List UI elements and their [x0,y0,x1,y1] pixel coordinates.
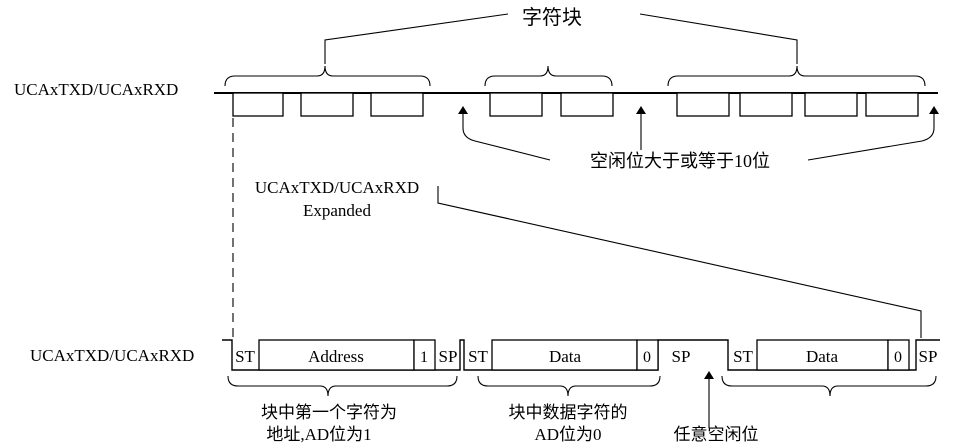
any-idle-note: 任意空闲位 [674,425,759,444]
expanded-label-line1: UCAxTXD/UCAxRXD [255,178,419,197]
character-block-label: 字符块 [522,6,582,29]
frame3-brace [721,375,937,397]
frame3-ad-bit: 0 [894,349,902,366]
expanded-label-line2: Expanded [303,201,371,220]
frame2-field-box [491,339,638,371]
frame1-field-box [258,339,415,371]
frame2-stop-bit: SP [672,347,691,366]
block3-bracket [667,65,926,87]
frame1-field-label: Address [308,347,364,366]
frame3-field-label: Data [806,347,839,366]
frame2-start-bit: ST [468,347,488,366]
frame3-stop-bit: SP [919,347,938,366]
frame3-field-box [756,339,889,371]
char-box [865,92,919,117]
char-box [300,92,354,117]
character-block-bracket [324,13,798,64]
bottom-signal-label: UCAxTXD/UCAxRXD [30,346,194,365]
char-box [489,92,543,117]
frame3-ad-box [887,339,910,371]
data-char-note-line2: AD位为0 [534,425,601,444]
frame2-brace [477,375,661,397]
top-signal-label: UCAxTXD/UCAxRXD [14,80,178,99]
frame2-field-label: Data [549,347,582,366]
frame1-ad-box [413,339,436,371]
frame1-start-bit: ST [235,347,255,366]
block2-bracket [484,65,613,87]
char-box [739,92,793,117]
first-char-note-line2: 地址,AD位为1 [266,425,371,444]
char-box [560,92,614,117]
frame3-start-bit: ST [733,347,753,366]
top-character-boxes [232,92,919,117]
expansion-guide-line [437,186,922,338]
char-box [676,92,730,117]
char-box [232,92,284,117]
idle-arrow-left [458,106,551,161]
char-box [804,92,858,117]
frame1-stop-bit: SP [439,347,458,366]
data-char-note-line1: 块中数据字符的 [509,403,628,422]
idle-arrow-right [807,106,939,161]
first-char-note-line1: 块中第一个字符为 [261,403,397,422]
char-box [370,92,424,117]
frame2-ad-box [636,339,659,371]
idle-note-text: 空闲位大于或等于10位 [590,151,770,171]
frame2-ad-bit: 0 [643,349,651,366]
frame1-ad-bit: 1 [420,349,428,366]
block1-bracket [224,65,431,87]
frame1-brace [227,375,458,397]
